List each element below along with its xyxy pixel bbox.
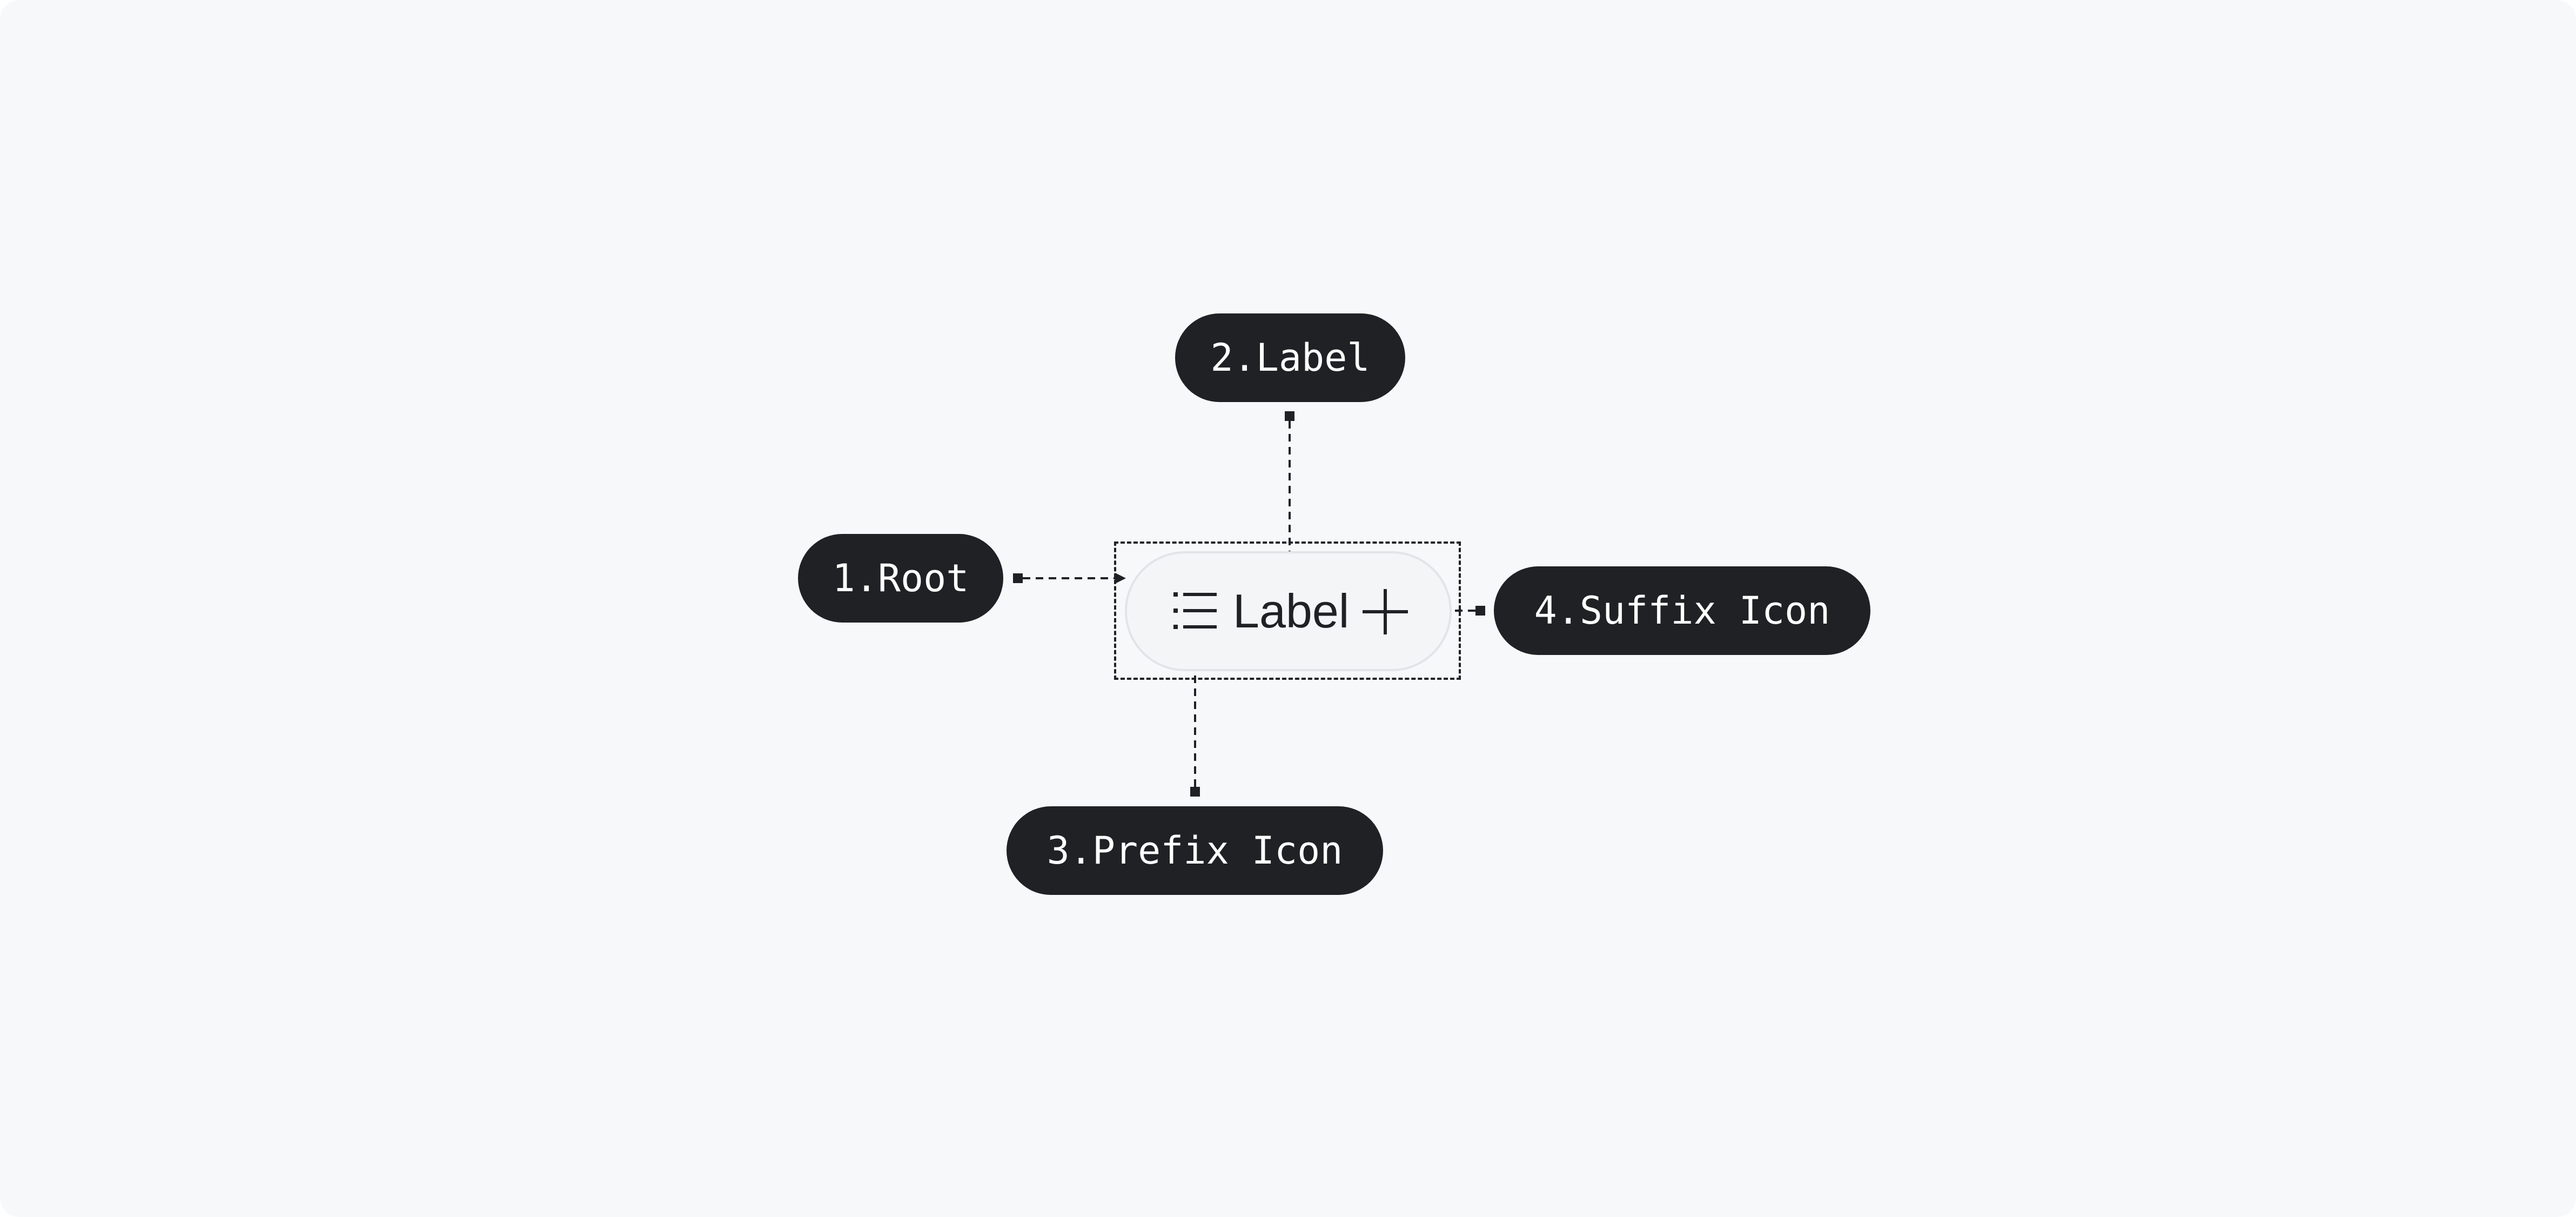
- callout-suffix-icon: 4.Suffix Icon: [1494, 566, 1870, 655]
- connector-root: [1013, 573, 1126, 584]
- plus-icon: [1363, 589, 1408, 634]
- callout-prefix-icon: 3.Prefix Icon: [1007, 806, 1383, 895]
- chip-label: Label: [1233, 584, 1350, 638]
- list-icon: [1173, 591, 1217, 630]
- callout-root: 1.Root: [798, 534, 1003, 623]
- root-highlight-box: [1114, 541, 1461, 680]
- callout-label: 2.Label: [1175, 313, 1405, 402]
